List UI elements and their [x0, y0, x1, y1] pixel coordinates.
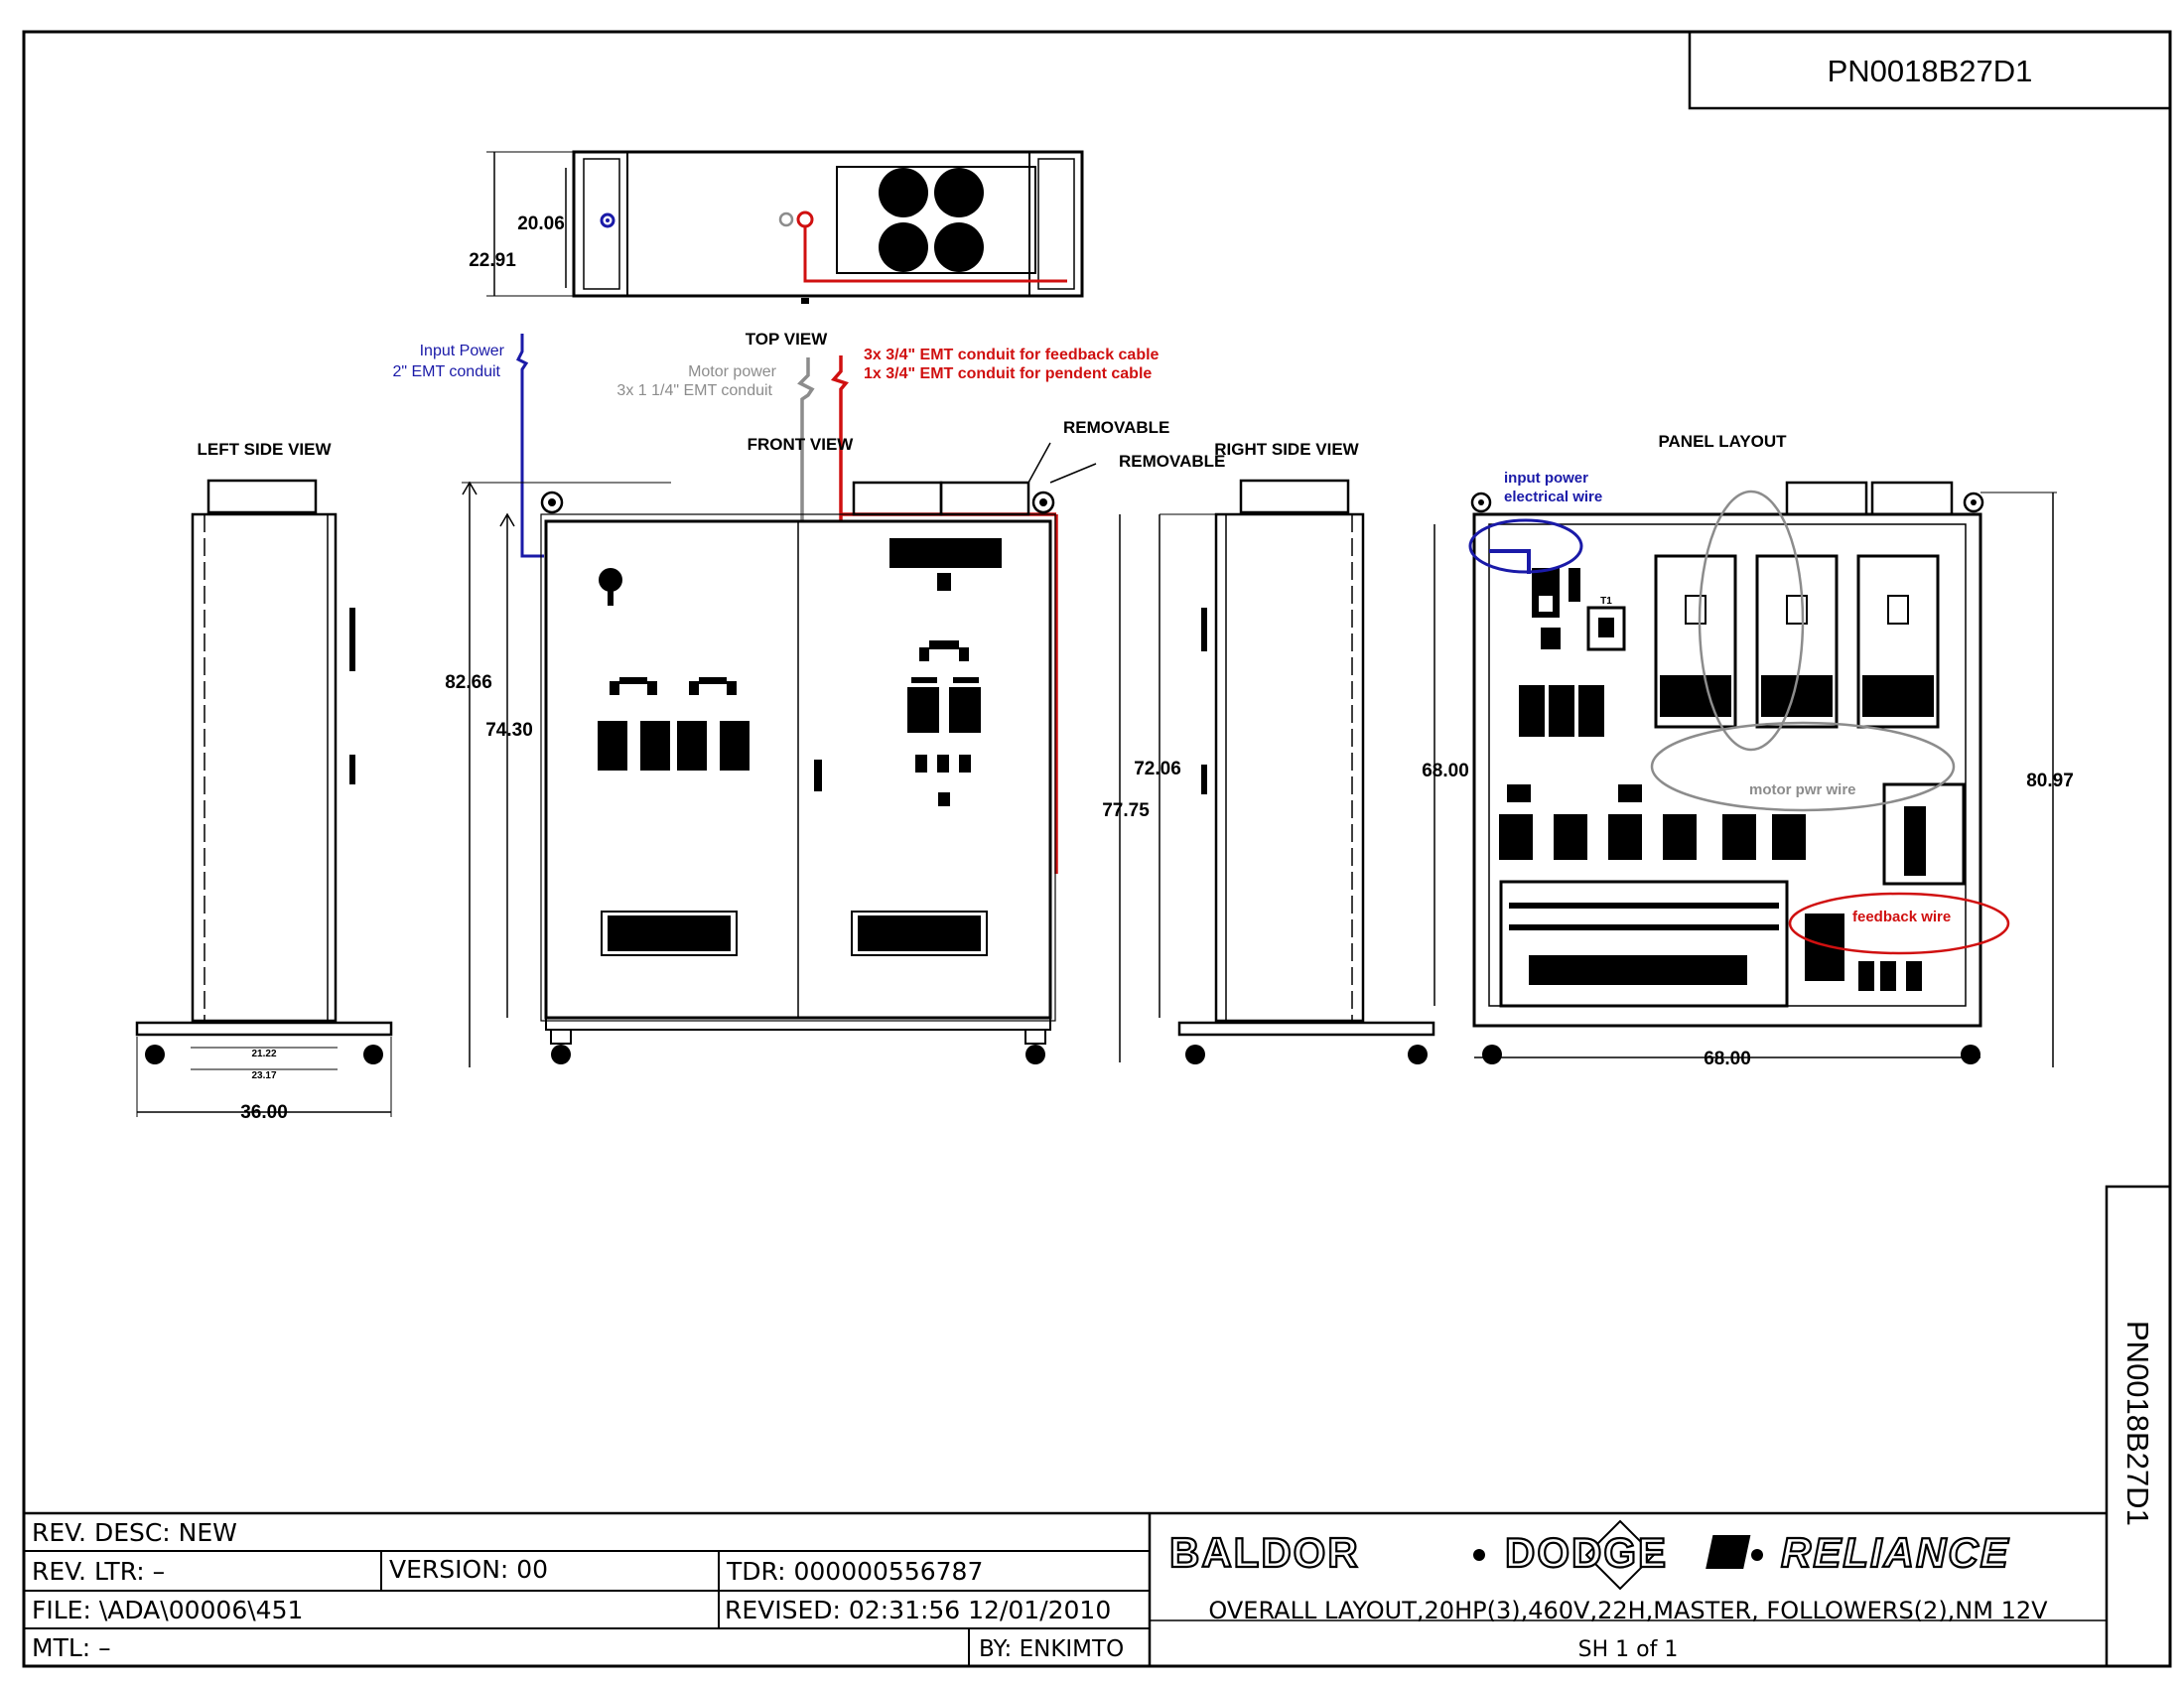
feedback-note-1: 3x 3/4" EMT conduit for feedback cable: [864, 347, 1160, 363]
left-side-view: LEFT SIDE VIEW 21.22 23.17 36.00: [135, 440, 393, 1123]
input-power-highlight: [1468, 518, 1583, 574]
motor-wire-highlight-vertical: [1698, 490, 1805, 752]
fan-icon: [879, 168, 984, 272]
motor-wire-highlight-horizontal: [1650, 721, 1956, 812]
input-power-wire-note-2: electrical wire: [1504, 489, 1602, 505]
input-power-note-1: Input Power: [420, 343, 505, 359]
motor-conduit-hole-icon: [778, 211, 794, 227]
input-power-note-2: 2" EMT conduit: [392, 363, 500, 380]
feedback-wire-highlight: [1788, 892, 2010, 955]
panel-view-label: PANEL LAYOUT: [1658, 432, 1787, 451]
tdr: TDR: 000000556787: [726, 1557, 983, 1586]
right-view-label: RIGHT SIDE VIEW: [1214, 440, 1359, 459]
dim-panel-overall-height: 80.97: [2026, 771, 2074, 791]
file-path: FILE: \ADA\00006\451: [32, 1596, 303, 1624]
input-power-conduit: [515, 334, 544, 558]
logo-reliance: RELIANCE: [1781, 1529, 2010, 1576]
front-view: FRONT VIEW: [445, 435, 1056, 1067]
dim-top-depth-inner: 20.06: [517, 213, 565, 234]
feedback-conduit: [830, 355, 849, 521]
input-power-wire-note-1: input power: [1504, 470, 1588, 487]
drawing-number-box: [1688, 30, 2172, 110]
rev-ltr: REV. LTR: –: [32, 1557, 165, 1586]
logo-dodge: DODGE: [1505, 1529, 1668, 1576]
front-view-label: FRONT VIEW: [748, 435, 855, 454]
removable-label-2: REMOVABLE: [1119, 452, 1225, 471]
company-logo: BALDOR DODGE RELIANCE: [1168, 1519, 2010, 1591]
dim-left-inner-1: 21.22: [251, 1049, 276, 1059]
sheet-number: SH 1 of 1: [1578, 1637, 1679, 1662]
drawing-number: PN0018B27D1: [1828, 54, 2033, 88]
drawing-description: OVERALL LAYOUT,20HP(3),460V,22H,MASTER, …: [1208, 1597, 2048, 1624]
revised-date: REVISED: 02:31:56 12/01/2010: [725, 1596, 1111, 1624]
drawing-number-side: PN0018B27D1: [2120, 1321, 2155, 1526]
rev-desc: REV. DESC: NEW: [32, 1518, 237, 1547]
logo-baldor: BALDOR: [1169, 1529, 1360, 1576]
motor-power-note-1: Motor power: [688, 363, 777, 380]
dim-front-height-inner: 74.30: [485, 720, 533, 741]
drive-units: [1654, 554, 1940, 729]
dim-panel-width: 68.00: [1704, 1049, 1751, 1069]
feedback-conduit-hole-icon: [796, 211, 814, 228]
panel-layout-view: PANEL LAYOUT T1: [1422, 432, 2074, 1069]
dim-right-height-outer: 77.75: [1102, 800, 1150, 821]
dim-front-height-outer: 82.66: [445, 672, 492, 693]
dim-left-width: 36.00: [240, 1102, 288, 1123]
drawn-by: BY: ENKIMTO: [979, 1636, 1124, 1662]
feedback-wire-note: feedback wire: [1852, 909, 1951, 925]
dim-right-height-inner: 72.06: [1134, 759, 1181, 779]
t1-label: T1: [1600, 596, 1612, 607]
feedback-note-2: 1x 3/4" EMT conduit for pendent cable: [864, 365, 1152, 382]
motor-pwr-wire-note: motor pwr wire: [1749, 781, 1856, 798]
dim-panel-height: 68.00: [1422, 761, 1469, 781]
top-view-label: TOP VIEW: [746, 330, 828, 349]
title-block: REV. DESC: NEW REV. LTR: – VERSION: 00 T…: [24, 1511, 2107, 1666]
motor-power-conduit: [797, 357, 815, 521]
input-conduit-hole-icon: [600, 212, 615, 228]
version: VERSION: 00: [389, 1555, 548, 1584]
mtl: MTL: –: [32, 1633, 111, 1662]
dim-top-depth-outer: 22.91: [469, 250, 516, 271]
removable-label-1: REMOVABLE: [1063, 418, 1169, 437]
left-view-label: LEFT SIDE VIEW: [197, 440, 332, 459]
side-number-box: [2105, 1185, 2172, 1668]
top-view: 20.06 22.91: [469, 150, 1084, 304]
dim-left-inner-2: 23.17: [251, 1070, 276, 1081]
motor-power-note-2: 3x 1 1/4" EMT conduit: [616, 382, 772, 399]
right-side-view: RIGHT SIDE VIEW 72.06 77.75: [1102, 440, 1435, 1064]
sheet-border: [22, 30, 2172, 1668]
